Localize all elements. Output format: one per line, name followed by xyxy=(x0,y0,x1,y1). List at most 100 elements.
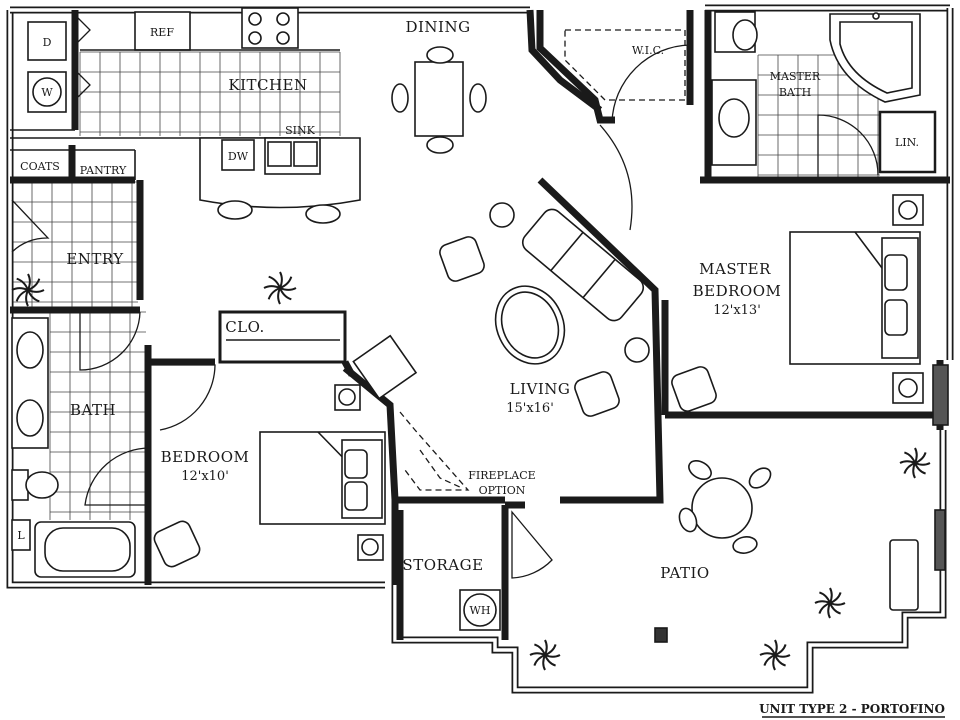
linen-label: LIN. xyxy=(895,136,919,149)
burner-icon xyxy=(276,12,290,26)
patio: PATIO xyxy=(654,460,946,643)
closet-shelf-outline xyxy=(564,29,686,101)
side-table xyxy=(489,202,515,228)
tv-cabinet xyxy=(352,334,418,400)
bathtub xyxy=(34,521,136,578)
bar-stool xyxy=(217,200,253,220)
burner-icon xyxy=(248,12,262,26)
wic-door xyxy=(611,44,691,123)
refrigerator xyxy=(134,11,191,51)
plant-icon xyxy=(263,271,297,305)
bath-door xyxy=(84,447,151,506)
kitchen-label: KITCHEN xyxy=(228,76,307,94)
walk-in-closet: W.I.C. xyxy=(564,29,691,231)
bedroom-door xyxy=(148,364,216,431)
bath-linen-label: L xyxy=(17,529,25,542)
entry-door xyxy=(11,199,50,253)
nightstand xyxy=(892,372,924,404)
dryer xyxy=(27,21,67,61)
pillow xyxy=(344,449,368,479)
master-bath-door xyxy=(817,114,879,178)
master-bedroom-dimensions: 12'x13' xyxy=(713,303,761,318)
dining-label: DINING xyxy=(405,18,470,36)
patio-table xyxy=(691,477,753,539)
living: LIVING 15'x16' FIREPLACE OPTION xyxy=(352,202,650,497)
water-heater-label: WH xyxy=(470,604,491,617)
dryer-label: D xyxy=(43,36,52,49)
basin xyxy=(16,331,44,369)
master-bedroom-label-line1: MASTER xyxy=(699,260,771,278)
master-bedroom: MASTER BEDROOM 12'x13' xyxy=(671,194,949,426)
bedroom-dimensions: 12'x10' xyxy=(181,469,229,484)
fireplace-label-line2: OPTION xyxy=(479,484,526,497)
plant-icon xyxy=(11,273,45,307)
plant-icon xyxy=(529,639,561,671)
refrigerator-label: REF xyxy=(150,26,174,39)
pillow xyxy=(344,481,368,511)
patio-chair xyxy=(678,507,698,533)
bedroom-label: BEDROOM xyxy=(161,448,250,466)
patio-label: PATIO xyxy=(660,564,709,582)
pillow xyxy=(884,299,908,336)
water-heater xyxy=(459,589,501,631)
basin xyxy=(718,98,750,138)
storage-door xyxy=(511,510,553,579)
pantry-label: PANTRY xyxy=(80,164,127,177)
coffee-table xyxy=(494,285,566,365)
fireplace-outline xyxy=(399,411,470,491)
lamp-icon xyxy=(898,378,918,398)
unit-caption: UNIT TYPE 2 - PORTOFINO xyxy=(759,702,945,716)
dining: DINING xyxy=(391,18,487,154)
plants xyxy=(11,271,931,671)
armchair xyxy=(439,236,485,282)
entry-area: COATS PANTRY ENTRY xyxy=(11,160,141,371)
side-table xyxy=(624,337,650,363)
bath-label: BATH xyxy=(70,401,116,419)
armchair xyxy=(574,371,620,417)
dining-chair xyxy=(391,83,409,113)
laundry: D W xyxy=(27,14,91,113)
dishwasher xyxy=(221,139,255,171)
toilet xyxy=(25,471,59,499)
toilet xyxy=(732,19,758,51)
patio-chair xyxy=(732,536,758,554)
bedroom: CLO. BEDROOM 12'x10' xyxy=(84,318,386,568)
dining-chair xyxy=(469,83,487,113)
sink xyxy=(264,137,321,175)
fireplace-label-line1: FIREPLACE xyxy=(468,469,535,482)
lamp-icon xyxy=(338,388,356,406)
storage-label: STORAGE xyxy=(402,556,483,574)
dining-table xyxy=(414,61,464,137)
master-bath-label-line2: BATH xyxy=(779,86,811,99)
master-bath-label-line1: MASTER xyxy=(770,70,821,83)
patio-chair xyxy=(688,460,712,480)
plant-icon xyxy=(759,639,791,671)
pillow xyxy=(884,254,908,291)
bath-door xyxy=(79,311,141,371)
coats-label: COATS xyxy=(20,160,60,173)
bath: L BATH xyxy=(11,317,136,578)
kitchen-fixtures: REF DW SINK KITCHEN xyxy=(80,7,361,224)
sofa xyxy=(521,208,645,322)
sink-label: SINK xyxy=(285,124,316,137)
basin xyxy=(16,399,44,437)
nightstand xyxy=(892,194,924,226)
dining-chair xyxy=(426,136,454,154)
dishwasher-label: DW xyxy=(228,150,249,163)
armchair xyxy=(153,520,201,568)
living-label: LIVING xyxy=(510,380,571,398)
plant-icon xyxy=(899,447,931,479)
soaking-tub xyxy=(829,13,921,103)
dining-chair xyxy=(426,46,454,64)
walls xyxy=(6,4,954,694)
master-door xyxy=(599,124,633,231)
plant-icon xyxy=(814,587,846,619)
kitchen-tile-floor xyxy=(79,51,341,136)
living-dimensions: 15'x16' xyxy=(506,401,554,416)
closet-label: CLO. xyxy=(225,318,265,336)
armchair xyxy=(671,366,717,412)
burner-icon xyxy=(248,31,262,45)
burner-icon xyxy=(276,31,290,45)
wic-label: W.I.C. xyxy=(632,44,664,57)
